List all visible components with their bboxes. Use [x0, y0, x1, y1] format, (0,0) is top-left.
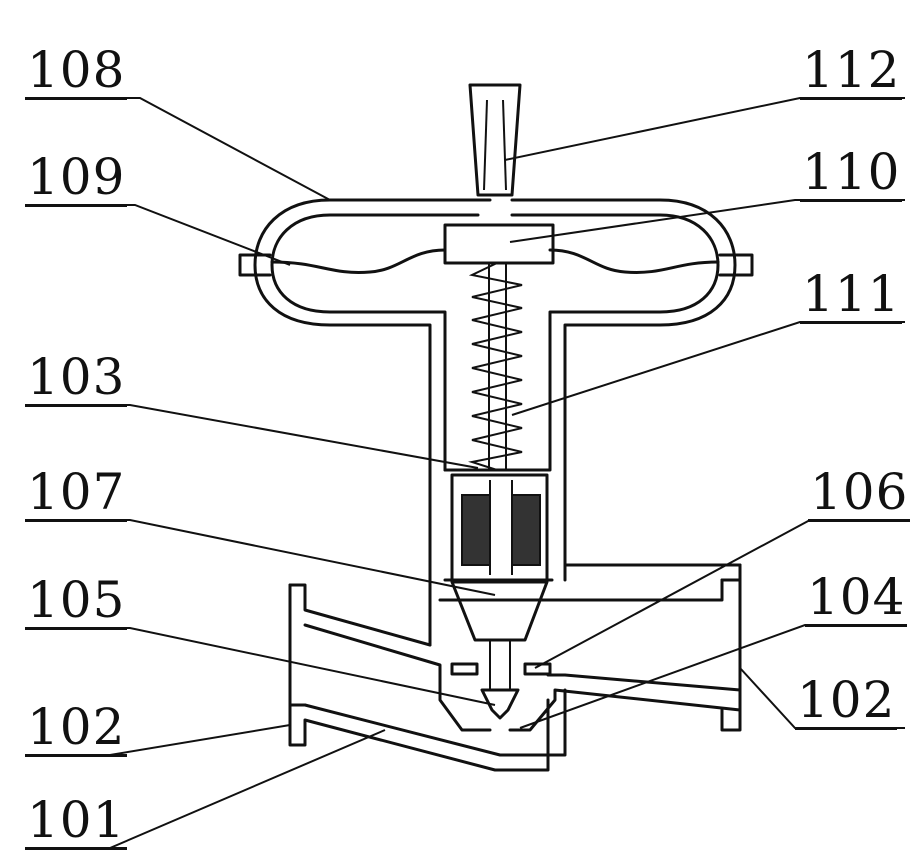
label-112: 112 [800, 45, 902, 100]
valve-seat [452, 664, 550, 674]
label-102-right: 102 [795, 675, 897, 730]
valve-body [290, 565, 740, 770]
label-102-left: 102 [25, 702, 127, 757]
leader-lines [25, 98, 905, 848]
label-106: 106 [808, 467, 910, 522]
spring [472, 263, 522, 470]
coil-assembly [445, 475, 552, 580]
label-110: 110 [800, 147, 902, 202]
diaphragm [272, 250, 718, 272]
throttle-cone [452, 582, 547, 640]
label-107: 107 [25, 467, 127, 522]
label-101: 101 [25, 795, 127, 850]
handle [470, 85, 520, 195]
label-111: 111 [800, 269, 902, 324]
label-109: 109 [25, 152, 127, 207]
piston-plate [445, 225, 553, 263]
label-105: 105 [25, 575, 127, 630]
label-104: 104 [805, 572, 907, 627]
label-103: 103 [25, 352, 127, 407]
label-108: 108 [25, 45, 127, 100]
